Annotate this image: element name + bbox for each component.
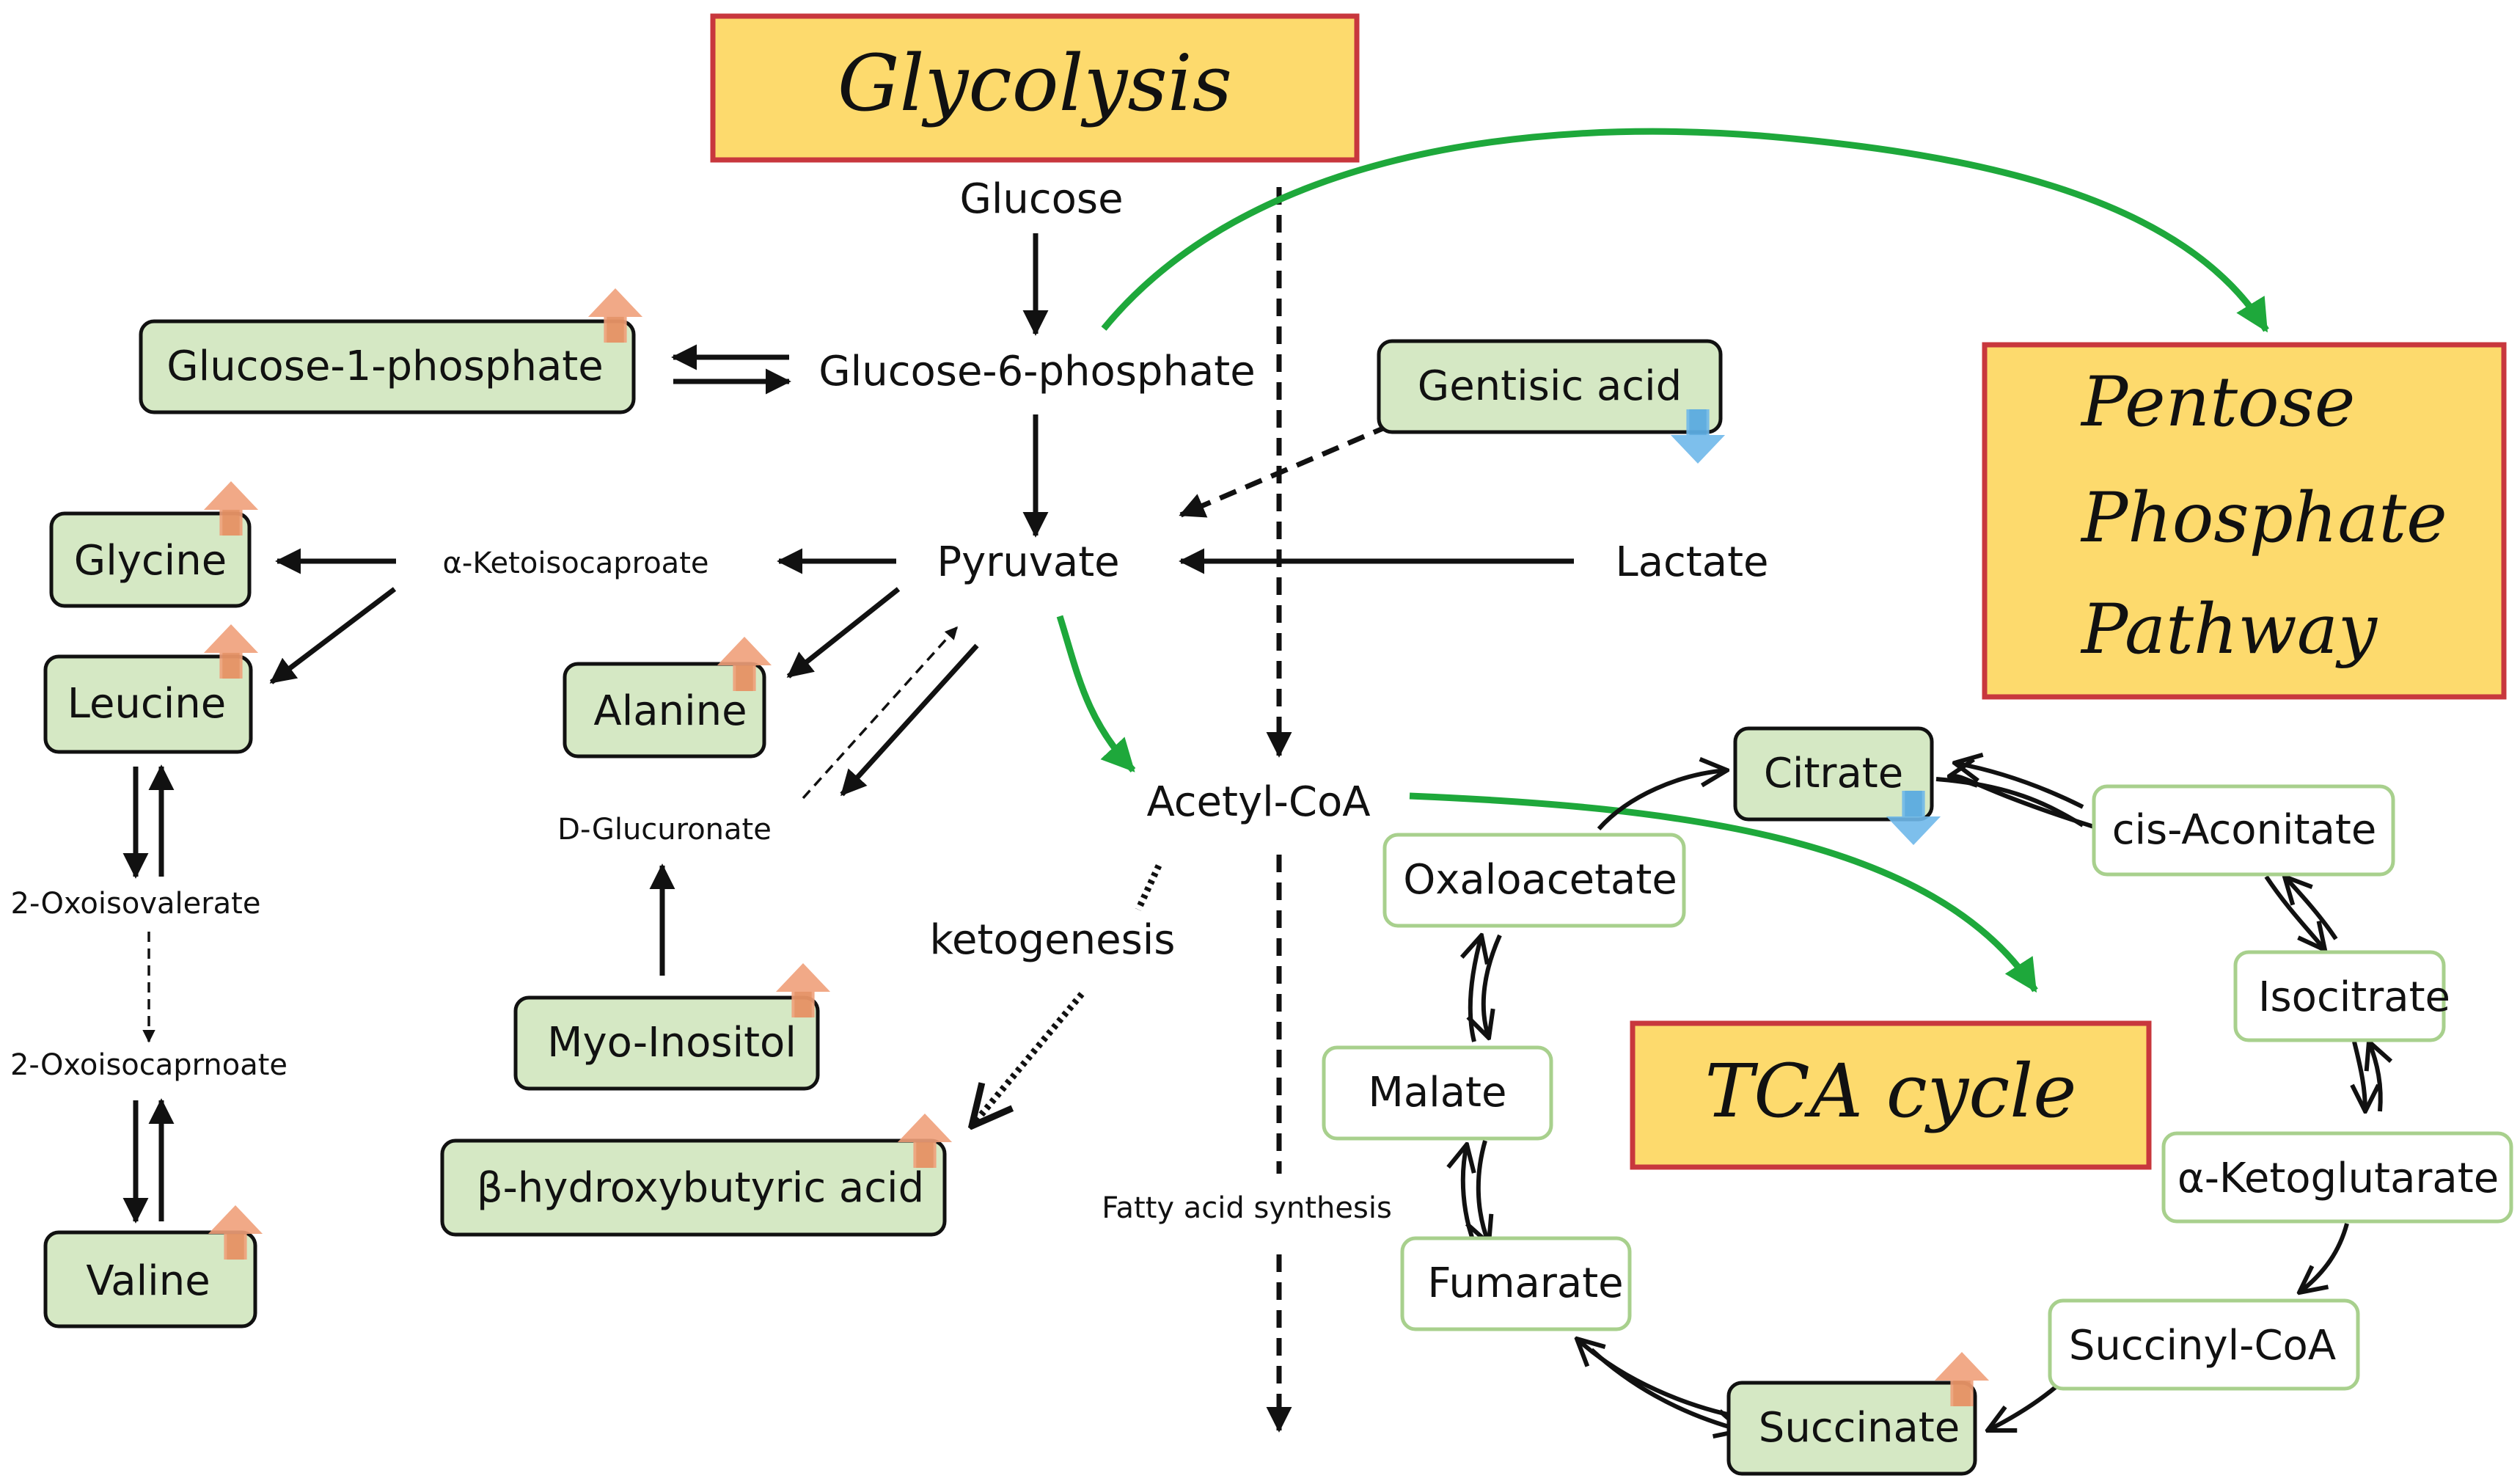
glucose-1-phosphate-label: Glucose-1-phosphate (166, 343, 603, 390)
malate-label: Malate (1369, 1069, 1507, 1116)
oxaloacetate-label: Oxaloacetate (1403, 856, 1677, 904)
myo-inositol-label: Myo-Inositol (547, 1019, 796, 1067)
fumarate-node: Fumarate (1400, 1236, 1632, 1331)
tca-cycle-title: TCA cycle (1705, 1048, 2077, 1134)
citrate-label: Citrate (1764, 750, 1903, 797)
tca-cycle-title-box: TCA cycle (1630, 1020, 2152, 1170)
metabolite-labels: Glucose Glucose-6-phosphate Pyruvate Lac… (10, 175, 1769, 1225)
2-oxoisovalerate-label: 2-Oxoisovalerate (11, 887, 261, 921)
d-glucuronate-label: D-Glucuronate (557, 813, 772, 847)
glucose-label: Glucose (959, 175, 1123, 223)
ppp-title-line-2: Phosphate (2080, 478, 2447, 558)
glycolysis-title: Glycolysis (838, 38, 1232, 128)
glycolysis-title-box: Glycolysis (710, 13, 1360, 163)
tca-cycle-arrows (1463, 763, 2381, 1430)
alanine-label: Alanine (593, 687, 747, 735)
measured-glycine: Glycine (49, 480, 259, 608)
succinyl-coa-node: Succinyl-CoA (2048, 1298, 2360, 1391)
cis-aconitate-node: cis-Aconitate (2092, 784, 2395, 877)
alpha-ketoglutarate-label: α-Ketoglutarate (2177, 1155, 2499, 1202)
alpha-ketoglutarate-node: α-Ketoglutarate (2161, 1131, 2513, 1224)
measured-succinate: Succinate (1726, 1351, 1990, 1476)
black-reaction-arrows (122, 233, 1574, 1224)
tca-intermediates: cis-Aconitate Isocitrate α-Ketoglutarate… (1322, 784, 2513, 1391)
pyruvate-label: Pyruvate (937, 538, 1119, 586)
oxaloacetate-node: Oxaloacetate (1382, 833, 1686, 928)
2-oxoisocaprnoate-label: 2-Oxoisocaprnoate (10, 1048, 287, 1082)
alpha-ketoisocaproate-label: α-Ketoisocaproate (443, 547, 709, 580)
fatty-acid-synthesis-label: Fatty acid synthesis (1102, 1191, 1392, 1225)
succinyl-coa-label: Succinyl-CoA (2069, 1322, 2336, 1370)
acetyl-coa-label: Acetyl-CoA (1146, 778, 1370, 826)
ppp-title-line-1: Pentose (2080, 362, 2355, 442)
succinate-label: Succinate (1759, 1404, 1960, 1452)
gentisic-acid-label: Gentisic acid (1418, 362, 1682, 410)
measured-citrate: Citrate (1733, 726, 1941, 846)
fumarate-label: Fumarate (1427, 1260, 1623, 1307)
measured-valine: Valine (43, 1205, 263, 1328)
dashed-reaction-arrows (142, 423, 1391, 1126)
lactate-label: Lactate (1616, 538, 1769, 586)
pentose-phosphate-pathway-box: Pentose Phosphate Pathway (1982, 342, 2507, 700)
valine-label: Valine (86, 1257, 210, 1305)
measured-myo-inositol: Myo-Inositol (513, 962, 831, 1091)
measured-gentisic-acid: Gentisic acid (1377, 339, 1726, 464)
cis-aconitate-label: cis-Aconitate (2112, 806, 2377, 854)
measured-leucine: Leucine (43, 624, 259, 754)
malate-node: Malate (1322, 1045, 1553, 1141)
glycine-label: Glycine (74, 537, 227, 585)
leucine-label: Leucine (67, 680, 226, 728)
glucose-6-phosphate-label: Glucose-6-phosphate (818, 348, 1255, 395)
isocitrate-node: Isocitrate (2233, 950, 2450, 1042)
ketogenesis-label: ketogenesis (930, 916, 1176, 964)
green-pathway-arrows (1056, 128, 2269, 993)
isocitrate-label: Isocitrate (2258, 973, 2450, 1021)
measured-alanine: Alanine (563, 636, 772, 759)
ppp-title-line-3: Pathway (2080, 590, 2378, 670)
measured-b-hydroxybutyric-acid: β-hydroxybutyric acid (440, 1113, 953, 1237)
measured-glucose-1-phosphate: Glucose-1-phosphate (139, 288, 643, 414)
b-hydroxybutyric-acid-label: β-hydroxybutyric acid (477, 1164, 924, 1212)
